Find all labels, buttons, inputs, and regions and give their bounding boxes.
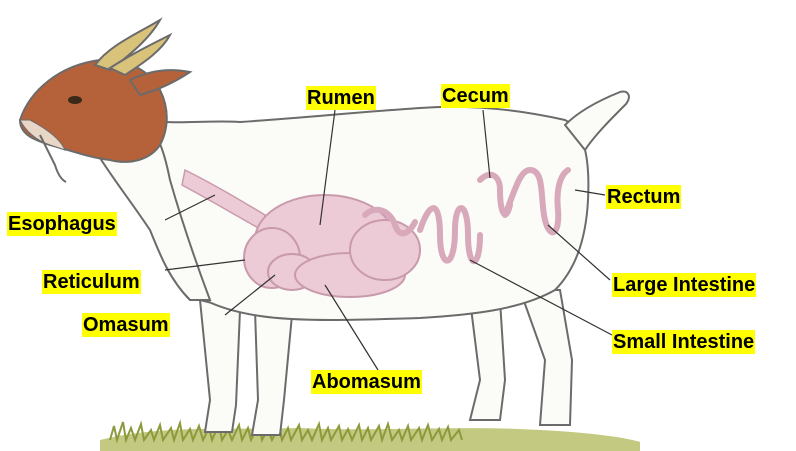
label-rectum: Rectum: [606, 185, 681, 209]
label-omasum: Omasum: [82, 313, 170, 337]
label-abomasum: Abomasum: [311, 370, 422, 394]
label-rumen: Rumen: [306, 86, 376, 110]
label-reticulum: Reticulum: [42, 270, 141, 294]
grass: [100, 422, 640, 451]
label-esophagus: Esophagus: [7, 212, 117, 236]
label-small-intestine: Small Intestine: [612, 330, 755, 354]
label-large-intestine: Large Intestine: [612, 273, 756, 297]
goat-horns: [95, 20, 170, 75]
label-cecum: Cecum: [441, 84, 510, 108]
